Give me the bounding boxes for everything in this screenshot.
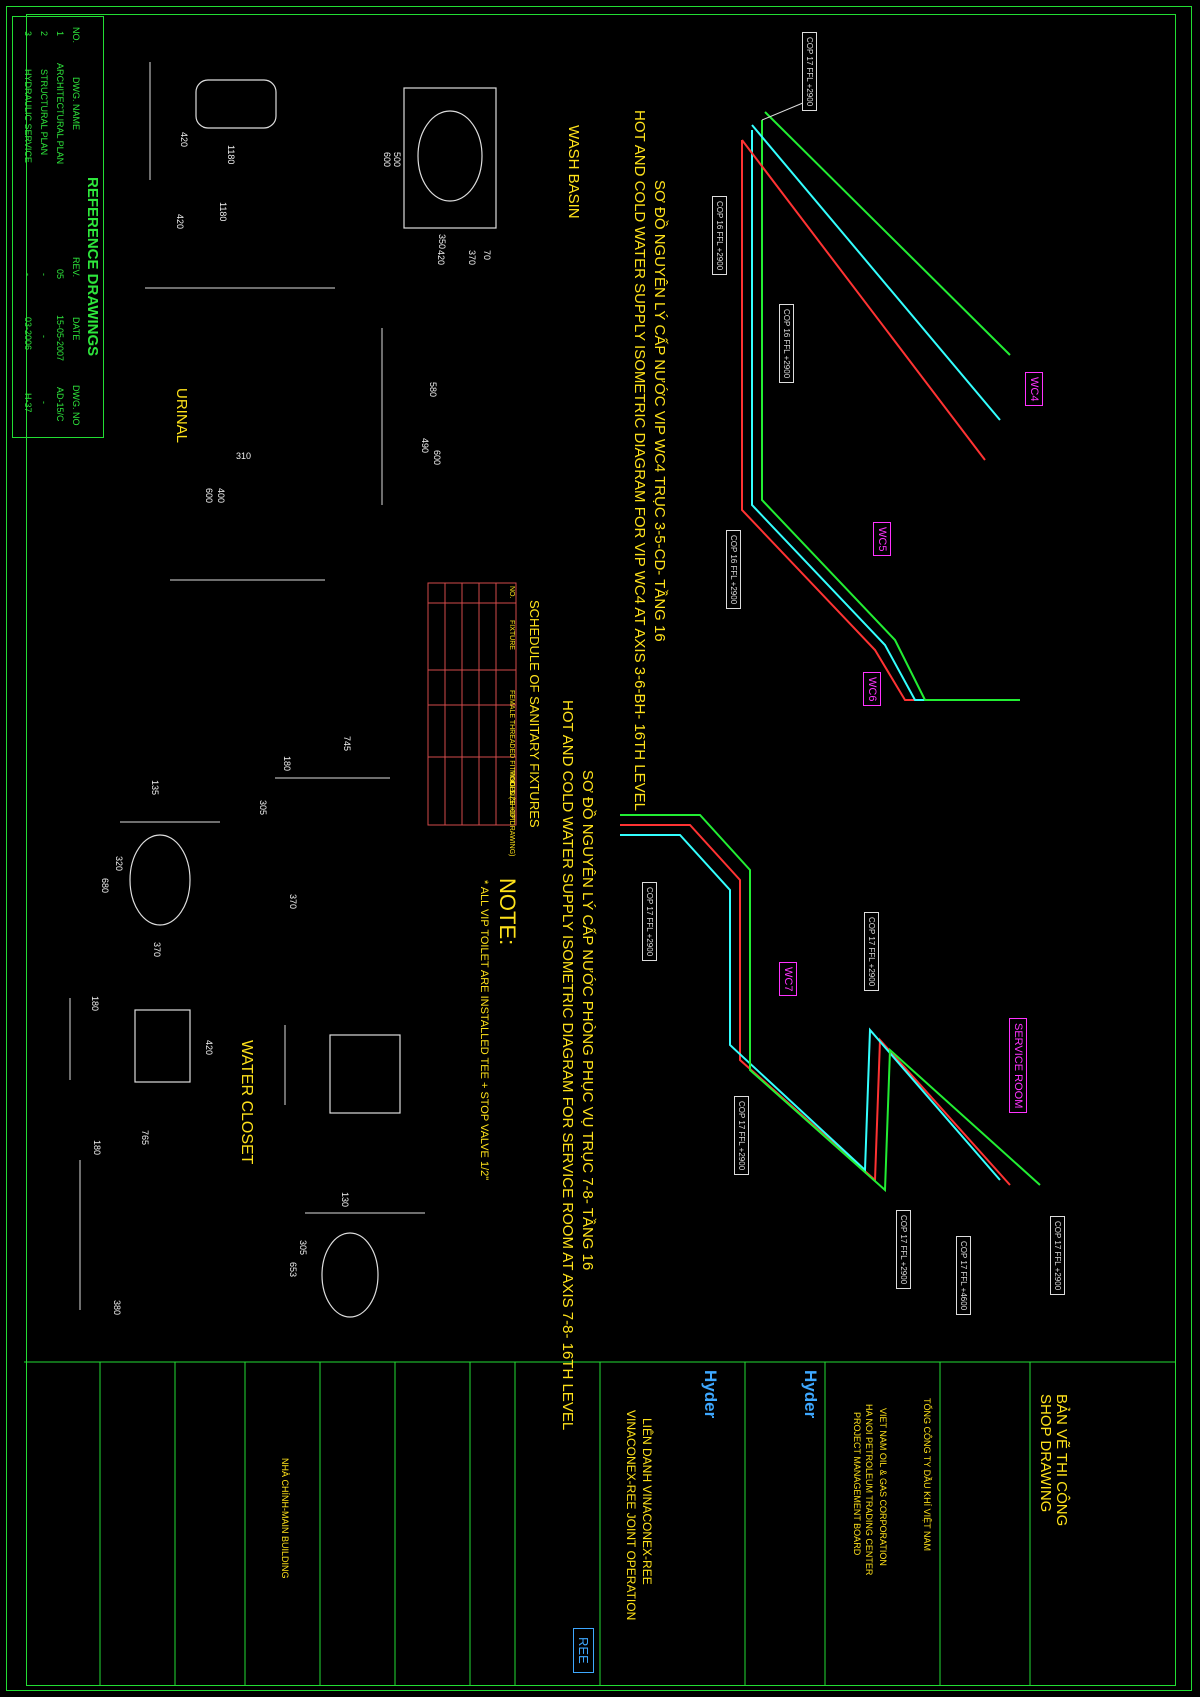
dim-500: 500 [392,152,402,168]
tag-service-room: SERVICE ROOM [1009,1018,1028,1114]
cop-box-top-4: COP 16 FFL +2900 [726,530,744,610]
fixture-outlines [129,79,497,1318]
dim-370: 370 [467,250,477,266]
wc-tank [134,1009,191,1083]
cold-riser-top [751,124,1001,421]
cop-box-top-2: COP 16 FFL +2900 [712,196,730,276]
top-diagram-title-en: HOT AND COLD WATER SUPPLY ISOMETRIC DIAG… [631,110,648,811]
dim-420-wb: 420 [436,250,446,266]
board: PROJECT MANAGEMENT BOARD [852,1412,862,1556]
cop-box-bottom-4: COP 17 FFL +2900 [896,1210,914,1290]
building-name: NHÀ CHÍNH-MAIN BUILDING [280,1458,290,1579]
wc-tank-2 [329,1034,401,1114]
green-riser-top [764,111,1011,356]
bottom-diagram-title-vn: SƠ ĐỒ NGUYÊN LÝ CẤP NƯỚC PHÒNG PHỤC VỤ T… [579,770,596,1271]
bottom-isometric-pipes [620,814,1041,1193]
dim-420-b: 420 [175,214,185,230]
hyder-logo-2: Hyder [701,1370,720,1419]
schedule-title: SCHEDULE OF SANITARY FIXTURES [527,600,542,828]
wall-hatching [69,62,425,1310]
dim-370-b: 370 [288,894,298,910]
dim-320: 320 [114,856,124,872]
cop-box-top-3: COP 16 FFL +2900 [779,304,797,384]
dim-135: 135 [150,780,160,796]
dim-653: 653 [288,1262,298,1278]
drawing-area [26,14,1176,1686]
green-pipe-bottom [620,814,1041,1193]
wash-basin-label: WASH BASIN [565,125,582,219]
dim-600: 600 [382,152,392,168]
reference-table: REFERENCE DRAWINGS NO. DWG. NAME REV. DA… [12,16,104,438]
schedule-header-fixture: FIXTURE [508,620,515,650]
hot-riser-top [741,139,986,461]
dim-305-b: 305 [298,1240,308,1256]
hot-pipe-bottom [620,824,1011,1186]
dim-765: 765 [140,1130,150,1146]
cop-box-bottom-5: COP 17 FFL +4600 [956,1236,974,1316]
title-vn: BẢN VẼ THI CÔNG [1053,1394,1070,1527]
cop-box-top-1: COP 17 FFL +2900 [802,32,820,112]
dim-600-b: 600 [432,450,442,466]
dim-680: 680 [100,878,110,894]
dim-600-c: 600 [204,488,214,504]
tag-wc7: WC7 [779,962,798,997]
project-en: HA NOI PETROLEUM TRADING CENTER [864,1404,874,1576]
tag-wc4: WC4 [1025,372,1044,407]
note-title: NOTE: [495,878,520,946]
water-closet-label: WATER CLOSET [238,1040,255,1165]
bottom-diagram-title-en: HOT AND COLD WATER SUPPLY ISOMETRIC DIAG… [559,700,576,1431]
title-block-grid [24,1361,1176,1686]
dim-1180-a: 1180 [226,145,236,165]
ree-logo: REE [573,1628,594,1673]
sheet-frame [6,6,1192,1691]
dim-180: 180 [282,756,292,772]
dim-130: 130 [340,1192,350,1208]
schedule-header-model: MODEL (SHOP DRAWING) [508,770,515,857]
hyder-logo-1: Hyder [801,1370,820,1419]
dim-350: 350 [437,234,447,250]
dim-420-urinal: 420 [179,132,189,148]
dim-380: 380 [112,1300,122,1316]
cop-box-bottom-3: COP 17 FFL +2900 [734,1096,752,1176]
dim-305: 305 [258,800,268,816]
contractor-en: VINACONEX-REE JOINT OPERATION [624,1410,638,1621]
dim-1180-b: 1180 [218,202,228,222]
dim-420-c: 420 [204,1040,214,1056]
dim-580: 580 [428,382,438,398]
dim-400: 400 [216,488,226,504]
cop-box-bottom-6: COP 17 FFL +2900 [1050,1216,1068,1296]
tag-wc5: WC5 [873,522,892,557]
wc-plan-bowl [129,834,191,926]
wash-basin-bowl [417,110,483,202]
dim-745: 745 [342,736,352,752]
cop-box-bottom-1: COP 17 FFL +2900 [642,882,660,962]
schedule-grid [427,582,517,826]
top-diagram-title-vn: SƠ ĐỒ NGUYÊN LÝ CẤP NƯỚC VIP WC4 TRỤC 3-… [651,180,668,642]
cop-box-bottom-2: COP 17 FFL +2900 [864,912,882,992]
dim-370-c: 370 [152,942,162,958]
cold-pipe-bottom [620,834,1001,1181]
urinal-body [195,79,277,129]
top-isometric-pipes [741,99,1020,701]
green-pipe-top [761,120,1020,701]
dim-70: 70 [482,250,492,261]
dim-490: 490 [420,438,430,454]
client-en: VIET NAM OIL & GAS CORPORATION [878,1408,888,1566]
client-vn: TỔNG CÔNG TY DẦU KHÍ VIỆT NAM [922,1398,932,1552]
wash-basin-counter [403,87,497,229]
dim-180-b: 180 [90,996,100,1012]
dim-310: 310 [236,451,252,461]
dim-180-c: 180 [92,1140,102,1156]
contractor-vn: LIÊN DANH VINACONEX-REE [640,1418,654,1585]
urinal-label: URINAL [173,388,190,444]
cold-pipe-top [751,130,1010,701]
note-text: * ALL VIP TOILET ARE INSTALLED TEE + STO… [478,880,490,1181]
tag-wc6: WC6 [863,672,882,707]
title-en: SHOP DRAWING [1037,1394,1054,1513]
schedule-header-no: NO. [508,586,515,599]
wc-plan-bowl-2 [321,1232,379,1318]
